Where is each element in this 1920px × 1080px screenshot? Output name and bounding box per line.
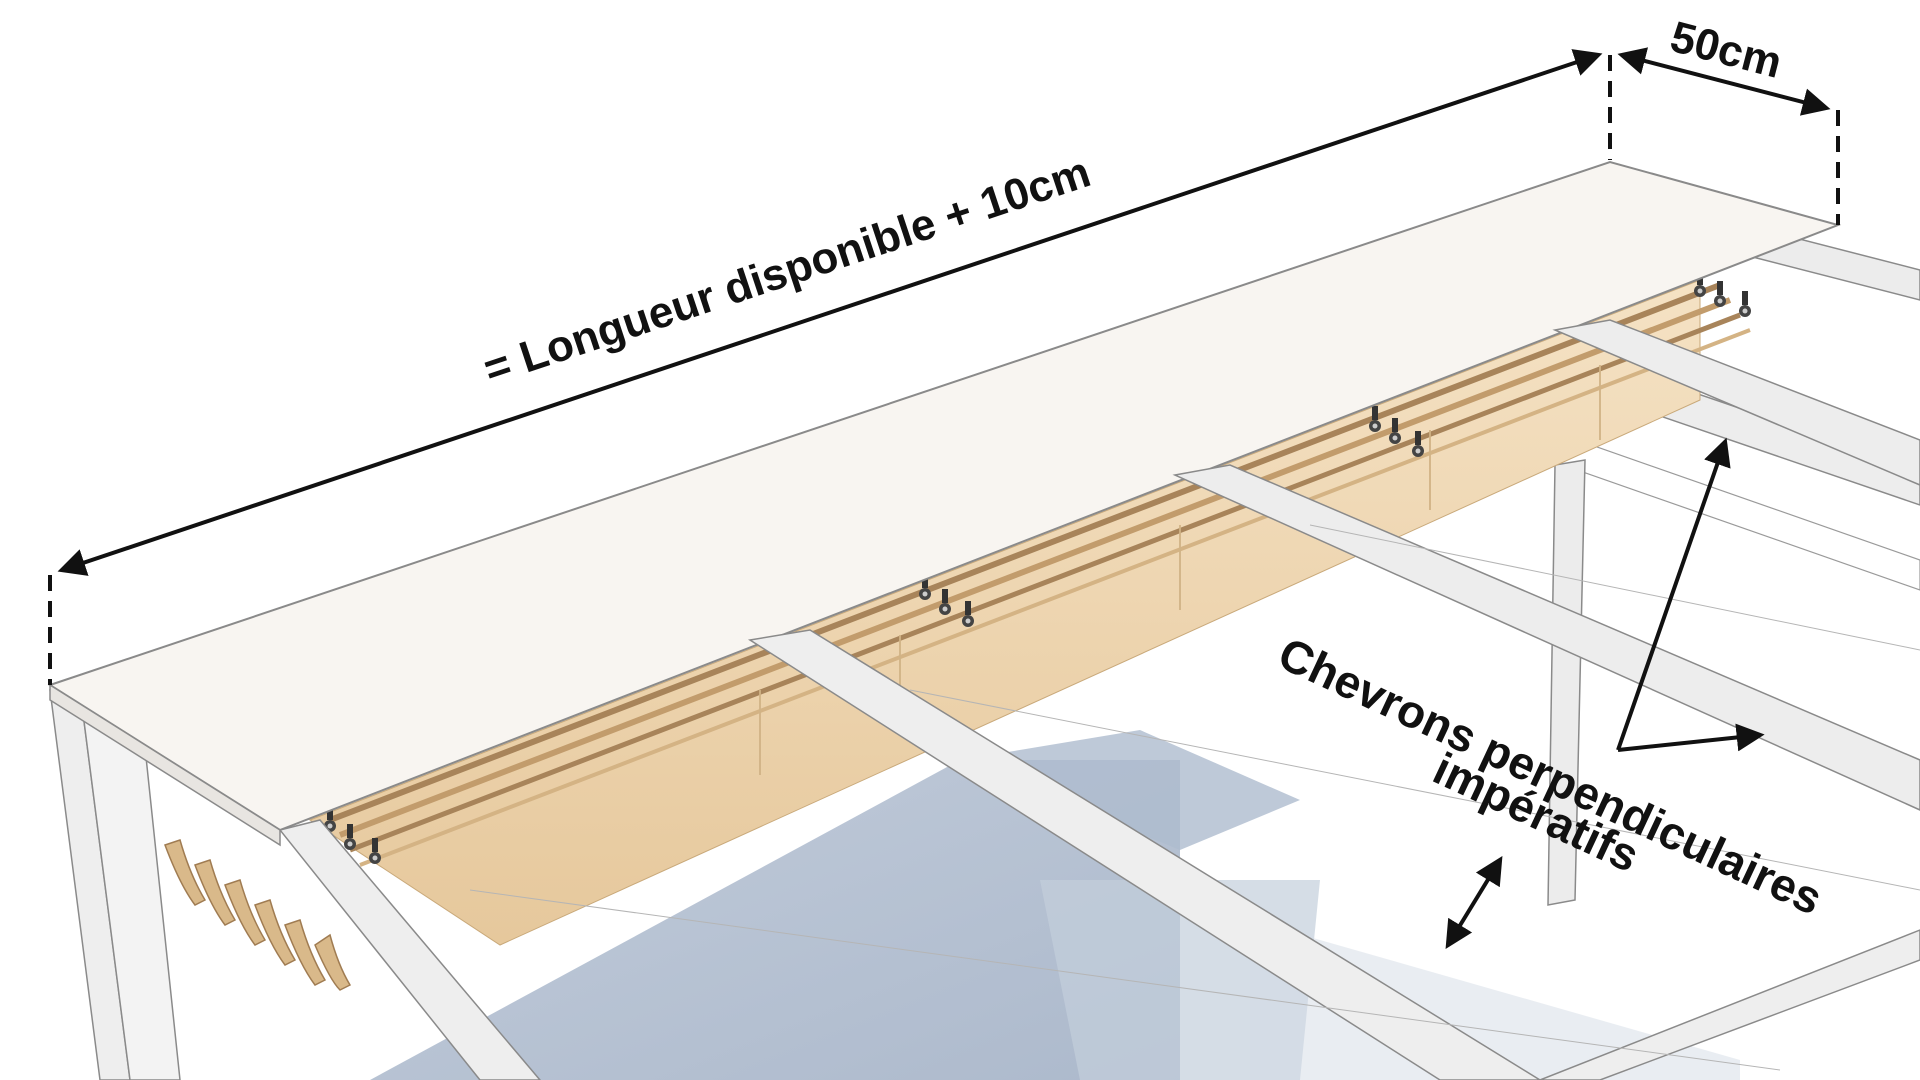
width-label: 50cm xyxy=(1665,12,1786,88)
length-label: = Longueur disponible + 10cm xyxy=(478,147,1097,394)
